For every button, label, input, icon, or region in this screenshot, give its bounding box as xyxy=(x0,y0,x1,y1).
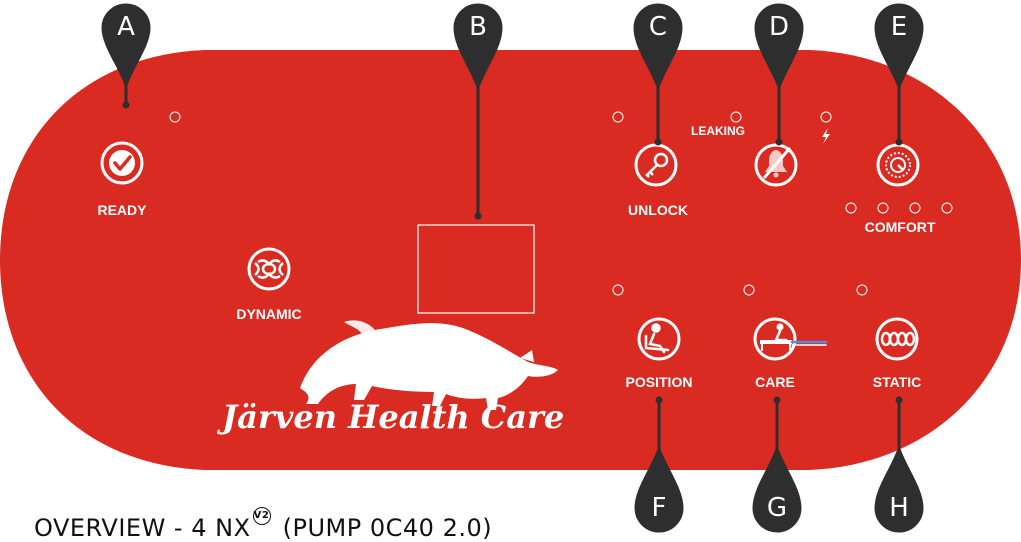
position-label: POSITION xyxy=(609,374,709,390)
callout-letter-g: G xyxy=(753,493,801,523)
care-label: CARE xyxy=(745,374,805,390)
dynamic-label: DYNAMIC xyxy=(219,306,319,322)
callout-letter-h: H xyxy=(875,493,923,523)
leaking-label: LEAKING xyxy=(684,124,752,138)
callout-letter-a: A xyxy=(102,12,150,42)
callout-letter-b: B xyxy=(454,12,502,42)
caption-suffix: (PUMP 0C40 2.0) xyxy=(283,514,492,542)
unlock-label: UNLOCK xyxy=(616,202,700,218)
callout-letter-d: D xyxy=(755,12,803,42)
callout-letter-c: C xyxy=(634,12,682,42)
brand-name: Järven Health Care xyxy=(222,398,552,436)
callout-letter-e: E xyxy=(875,12,923,42)
callout-letter-f: F xyxy=(635,493,683,523)
comfort-label: COMFORT xyxy=(850,219,950,235)
checkmark-icon xyxy=(109,150,135,176)
static-label: STATIC xyxy=(857,374,937,390)
caption-prefix: OVERVIEW - 4 NX xyxy=(34,514,251,542)
version-badge: V2 xyxy=(253,507,271,525)
ready-label: READY xyxy=(82,202,162,218)
